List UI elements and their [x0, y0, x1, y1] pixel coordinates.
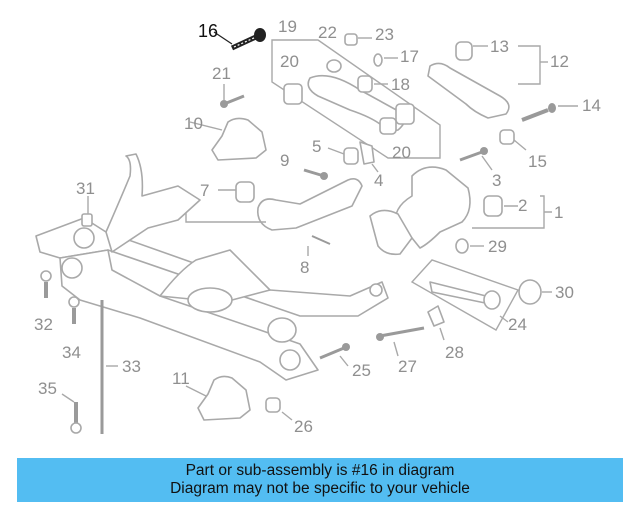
- banner-line-1: Part or sub-assembly is #16 in diagram: [185, 462, 455, 479]
- part-19-control-arm: [271, 39, 441, 159]
- label-20-lower: 20: [392, 143, 411, 162]
- part-22-cap: [326, 59, 342, 73]
- label-23: 23: [375, 25, 394, 44]
- part-16-bolt[interactable]: [213, 28, 266, 51]
- label-7: 7: [200, 181, 209, 200]
- label-14: 14: [582, 96, 601, 115]
- part-17-washer: [373, 53, 398, 67]
- label-21: 21: [212, 64, 231, 83]
- part-25-bolt: [319, 343, 350, 367]
- part-10-mount: [189, 117, 267, 161]
- part-15-bushing: [499, 129, 527, 151]
- label-10: 10: [184, 114, 203, 133]
- part-31-bolt: [81, 196, 93, 227]
- part-11-mount: [185, 375, 251, 421]
- part-4-bracket: [359, 141, 379, 173]
- part-24-link: [410, 259, 520, 331]
- label-31: 31: [76, 179, 95, 198]
- subframe: [35, 153, 389, 381]
- label-35: 35: [38, 379, 57, 398]
- part-8-pin: [307, 235, 331, 256]
- part-32-bolt: [40, 270, 52, 298]
- part-9-bolt: [303, 168, 328, 180]
- part-35-bolt: [61, 393, 82, 434]
- info-banner: Part or sub-assembly is #16 in diagram D…: [17, 458, 623, 502]
- label-3: 3: [492, 171, 501, 190]
- label-16: 16: [198, 21, 218, 41]
- label-32: 32: [34, 315, 53, 334]
- label-27: 27: [398, 357, 417, 376]
- part-18-bushing: [357, 75, 388, 93]
- label-20-upper: 20: [280, 52, 299, 71]
- part-23-nut: [344, 33, 372, 46]
- label-18: 18: [391, 75, 410, 94]
- part-30-ring: [518, 279, 552, 305]
- label-17: 17: [400, 47, 419, 66]
- label-4: 4: [374, 171, 383, 190]
- part-14-bolt: [521, 103, 578, 122]
- part-12-lower-arm: [427, 41, 548, 119]
- label-13: 13: [490, 37, 509, 56]
- label-26: 26: [294, 417, 313, 436]
- part-28-plate: [427, 305, 445, 341]
- label-12: 12: [550, 52, 569, 71]
- label-11: 11: [172, 369, 190, 388]
- label-8: 8: [300, 258, 309, 277]
- label-30: 30: [555, 283, 574, 302]
- label-25: 25: [352, 361, 371, 380]
- label-5: 5: [312, 137, 321, 156]
- part-33-rod: [100, 300, 118, 434]
- part-34-bolt: [68, 296, 80, 324]
- part-26-bushing: [265, 397, 293, 421]
- label-34: 34: [62, 343, 81, 362]
- label-9: 9: [280, 151, 289, 170]
- parts-diagram: 16 19 20 20 22 23 17 18 13 12 14 15: [34, 17, 601, 436]
- part-3-bolt: [459, 147, 493, 171]
- label-29: 29: [488, 237, 507, 256]
- part-29-washer: [455, 238, 484, 254]
- label-24: 24: [508, 315, 527, 334]
- banner-line-2: Diagram may not be specific to your vehi…: [170, 480, 470, 497]
- label-15: 15: [528, 152, 547, 171]
- label-1: 1: [554, 203, 563, 222]
- part-27-bolt: [376, 326, 425, 357]
- part-6-link: [180, 178, 363, 231]
- part-5-bushing: [327, 147, 359, 165]
- label-28: 28: [445, 343, 464, 362]
- part-1-knuckle: [369, 166, 552, 256]
- label-22: 22: [318, 23, 337, 42]
- part-21-bolt: [220, 84, 245, 108]
- label-33: 33: [122, 357, 141, 376]
- label-19: 19: [278, 17, 297, 36]
- label-2: 2: [518, 196, 527, 215]
